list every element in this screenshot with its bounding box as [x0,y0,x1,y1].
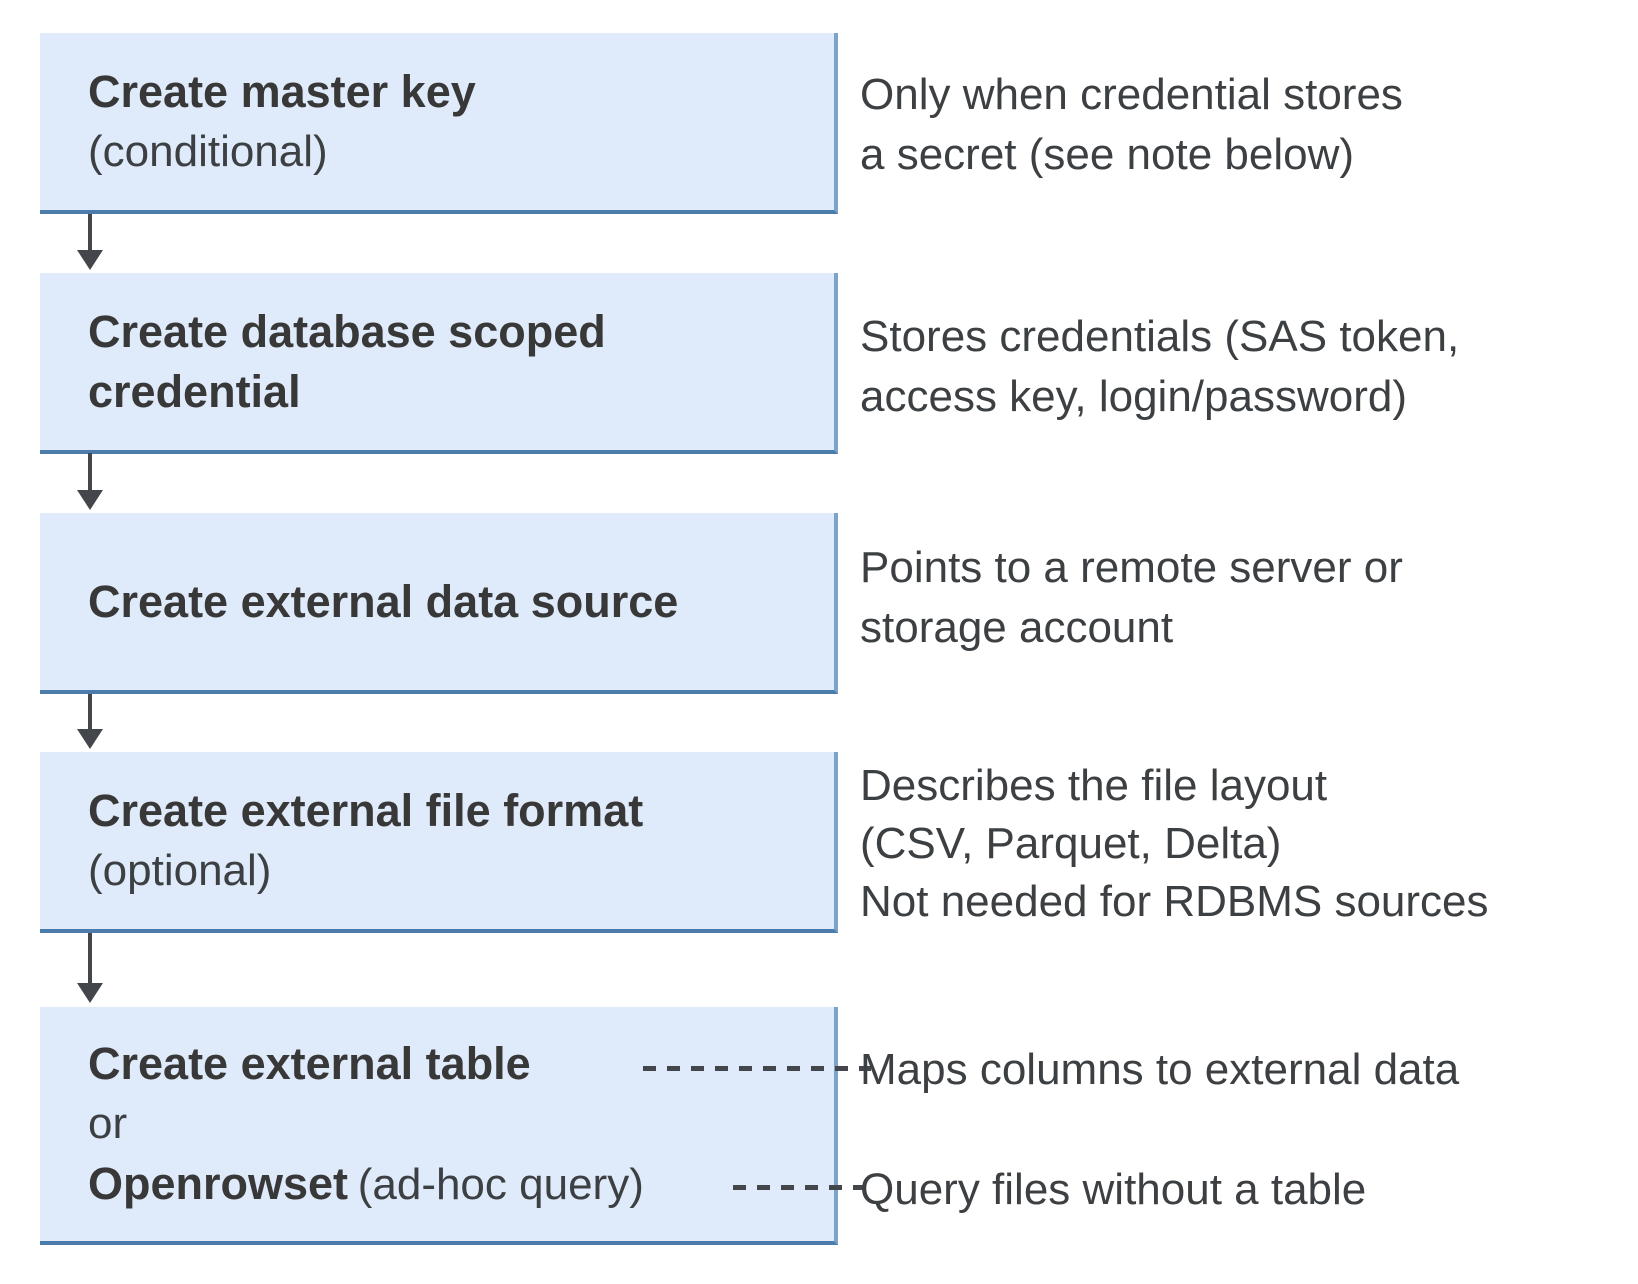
annotation-line: Not needed for RDBMS sources [860,877,1489,926]
annotation-line: Points to a remote server or [860,543,1403,592]
step-title: Create database scoped credential [88,305,606,417]
flow-arrow-1 [75,214,105,270]
step-title: Create external table [88,1037,531,1089]
annotation-file-format: Describes the file layout (CSV, Parquet,… [860,757,1489,931]
step-or-label: or [88,1098,128,1148]
arrow-head-icon [77,490,103,510]
annotation-line: storage account [860,603,1174,652]
arrow-shaft [88,214,92,252]
annotation-master-key: Only when credential stores a secret (se… [860,65,1403,185]
flow-arrow-3 [75,694,105,749]
annotation-data-source: Points to a remote server or storage acc… [860,538,1403,658]
step-box-create-database-scoped-credential: Create database scoped credential [40,273,838,454]
annotation-line: Describes the file layout [860,761,1328,810]
annotation-line: Stores credentials (SAS token, [860,312,1460,361]
step-alt-suffix: (ad-hoc query) [357,1159,644,1209]
dashed-connector-external-table [643,1066,871,1071]
step-title: Create master key [88,65,476,117]
step-subtitle: (optional) [88,845,272,895]
annotation-openrowset: Query files without a table [860,1160,1366,1220]
step-alt-title: Openrowset [88,1157,349,1209]
dashed-connector-openrowset [733,1185,871,1190]
step-box-create-external-table-or-openrowset: Create external table or Openrowset(ad-h… [40,1007,838,1245]
annotation-line: Maps columns to external data [860,1045,1460,1094]
arrow-head-icon [77,983,103,1003]
annotation-scoped-credential: Stores credentials (SAS token, access ke… [860,307,1459,427]
annotation-external-table: Maps columns to external data [860,1040,1459,1100]
arrow-head-icon [77,729,103,749]
annotation-line: (CSV, Parquet, Delta) [860,819,1282,868]
annotation-line: Only when credential stores [860,70,1403,119]
step-alt-line: Openrowset(ad-hoc query) [88,1154,834,1215]
annotation-line: Query files without a table [860,1165,1367,1214]
annotation-line: a secret (see note below) [860,130,1355,179]
step-box-create-master-key: Create master key (conditional) [40,33,838,214]
step-box-create-external-file-format: Create external file format (optional) [40,752,838,933]
flow-arrow-4 [75,933,105,1003]
flow-arrow-2 [75,453,105,510]
arrow-shaft [88,933,92,985]
arrow-shaft [88,694,92,731]
arrow-head-icon [77,250,103,270]
step-title: Create external file format [88,784,644,836]
step-title: Create external data source [88,575,679,627]
arrow-shaft [88,453,92,492]
annotation-line: access key, login/password) [860,372,1407,421]
step-box-create-external-data-source: Create external data source [40,513,838,694]
step-subtitle: (conditional) [88,126,328,176]
